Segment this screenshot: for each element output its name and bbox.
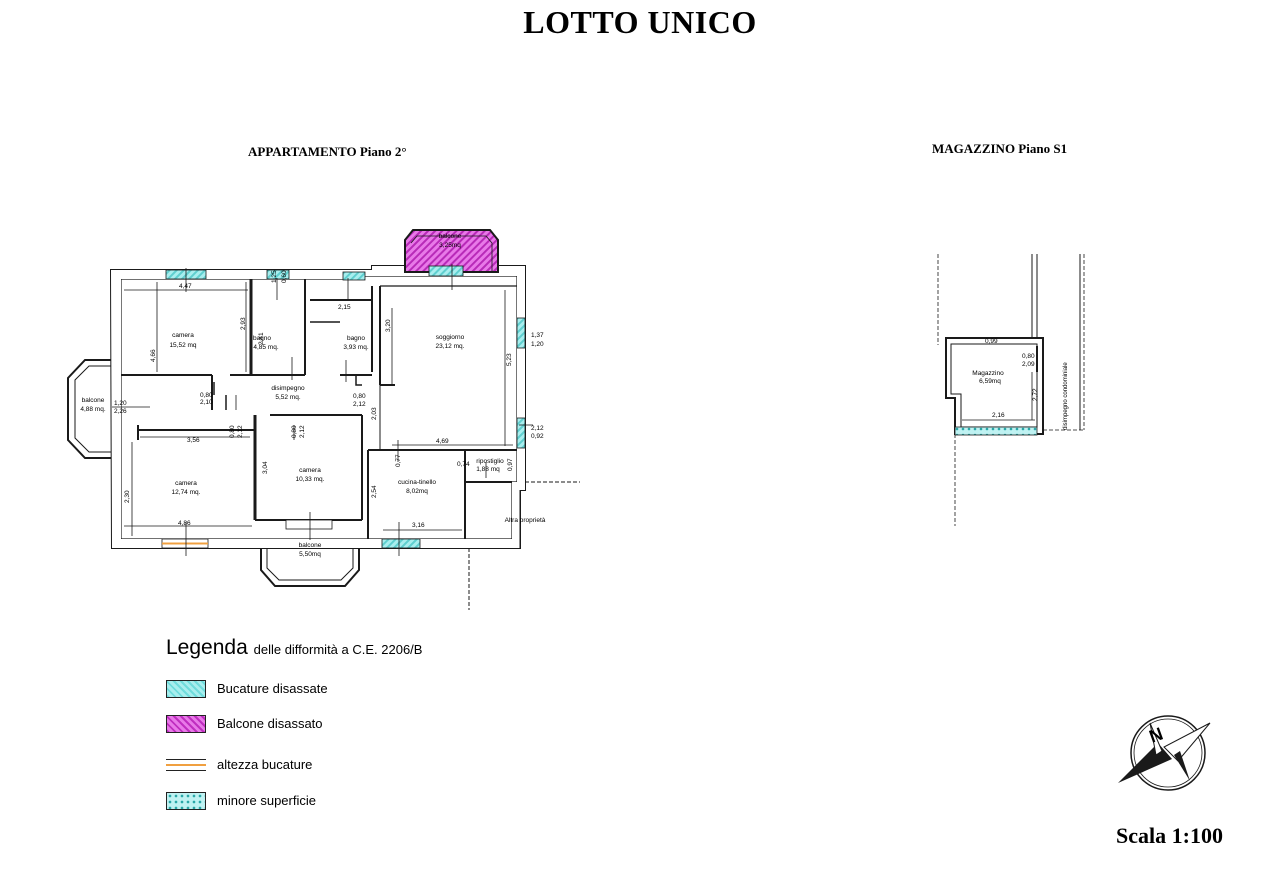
dim-text: 2,41 bbox=[258, 332, 265, 345]
room-balcone-left-area: 4,88 mq. bbox=[80, 406, 105, 413]
room-balcone-top-name: balcone bbox=[439, 233, 462, 240]
dim-text: 4,66 bbox=[150, 349, 157, 362]
legend-item-label: altezza bucature bbox=[217, 757, 313, 772]
dim-text: 3,56 bbox=[187, 437, 200, 444]
dim-text: 2,72 bbox=[1032, 388, 1039, 401]
room-balcone-bottom-area: 5,50mq bbox=[299, 551, 321, 558]
room-cucina-area: 8,02mq bbox=[406, 488, 428, 495]
room-bagno-1-name: bagno bbox=[253, 335, 271, 342]
dim-text: 1,37 bbox=[531, 332, 544, 339]
scale-label: Scala 1:100 bbox=[1116, 823, 1223, 848]
orange-line-swatch bbox=[166, 756, 206, 774]
room-magazzino-area: 6,59mq bbox=[979, 378, 1001, 385]
dim-text: 4,47 bbox=[179, 283, 192, 290]
room-camera-1-area: 15,52 mq bbox=[169, 342, 196, 349]
room-ripostiglio-area: 1,88 mq bbox=[476, 466, 500, 473]
cyan-hatch-swatch bbox=[166, 680, 206, 698]
dim-text: 2,93 bbox=[240, 317, 247, 330]
dim-text: 0,77 bbox=[395, 454, 402, 467]
dim-text: 0,92 bbox=[531, 433, 544, 440]
room-bagno-2-name: bagno bbox=[347, 335, 365, 342]
room-camera-2-name: camera bbox=[175, 480, 197, 487]
room-soggiorno-name: soggiorno bbox=[436, 334, 465, 341]
room-camera-1-name: camera bbox=[172, 332, 194, 339]
dim-text: 0,80 bbox=[353, 393, 366, 400]
dim-text: 0,80 bbox=[291, 425, 298, 438]
room-bagno-2-area: 3,93 mq. bbox=[343, 344, 368, 351]
room-balcone-left-name: balcone bbox=[82, 397, 105, 404]
dim-text: 2,54 bbox=[371, 485, 378, 498]
minore-superficie-strip bbox=[954, 426, 1038, 436]
svg-text:N: N bbox=[1147, 724, 1166, 747]
room-ripostiglio-name: ripostiglio bbox=[476, 458, 504, 465]
dim-text: 1,25 bbox=[271, 270, 278, 283]
room-disimpegno-area: 5,52 mq. bbox=[275, 394, 300, 401]
room-bagno-1-area: 4,85 mq. bbox=[253, 344, 278, 351]
room-camera-2-area: 12,74 mq. bbox=[172, 489, 201, 496]
dim-text: 2,10 bbox=[200, 399, 213, 406]
dim-text: 2,03 bbox=[371, 407, 378, 420]
legend-heading: Legenda delle difformità a C.E. 2206/B bbox=[166, 636, 422, 660]
dim-text: 0,80 bbox=[1022, 353, 1035, 360]
room-cucina-name: cucina-tinello bbox=[398, 479, 436, 486]
dim-text: 2,26 bbox=[114, 408, 127, 415]
room-balcone-top-area: 3,25mq bbox=[439, 242, 461, 249]
legend-item-label: Bucature disassate bbox=[217, 681, 328, 696]
dim-text: 2,12 bbox=[299, 425, 306, 438]
dim-text: 0,80 bbox=[200, 392, 213, 399]
dim-text: 1,20 bbox=[531, 341, 544, 348]
room-magazzino-name: Magazzino bbox=[972, 370, 1004, 377]
balcone-disassato-top bbox=[404, 229, 499, 273]
legend-item-label: Balcone disassato bbox=[217, 716, 323, 731]
dim-text: 3,20 bbox=[385, 319, 392, 332]
legend-item-label: minore superficie bbox=[217, 793, 316, 808]
dim-text: 1,20 bbox=[114, 400, 127, 407]
legend-title: Legenda bbox=[166, 636, 248, 659]
dim-text: 4,69 bbox=[436, 438, 449, 445]
dim-text: 3,04 bbox=[262, 461, 269, 474]
dim-text: 3,16 bbox=[412, 522, 425, 529]
room-disimpegno-name: disimpegno bbox=[271, 385, 305, 392]
dim-text: 0,97 bbox=[507, 458, 514, 471]
dim-text: 2,16 bbox=[992, 412, 1005, 419]
room-camera-3-name: camera bbox=[299, 467, 321, 474]
legend-subtitle: delle difformità a C.E. 2206/B bbox=[253, 642, 423, 657]
grid-pattern-swatch bbox=[166, 792, 206, 810]
dim-text: 5,23 bbox=[506, 353, 513, 366]
altezza-bucature-mark bbox=[161, 519, 333, 549]
dim-text: 2,12 bbox=[531, 425, 544, 432]
dim-text: 0,74 bbox=[457, 461, 470, 468]
apartment-title: APPARTAMENTO Piano 2° bbox=[248, 144, 407, 159]
north-arrow-icon: N bbox=[1118, 715, 1211, 791]
room-camera-3-area: 10,33 mq. bbox=[296, 476, 325, 483]
page-title: LOTTO UNICO bbox=[523, 4, 757, 40]
apartment-plan bbox=[67, 265, 580, 610]
storage-title: MAGAZZINO Piano S1 bbox=[932, 141, 1068, 156]
dim-text: 2,12 bbox=[237, 425, 244, 438]
dim-text: 2,09 bbox=[1022, 361, 1035, 368]
altra-proprieta-label: Altra proprietà bbox=[505, 517, 546, 524]
legend: Legenda delle difformità a C.E. 2206/B B… bbox=[166, 636, 422, 810]
dim-text: 2,15 bbox=[338, 304, 351, 311]
room-balcone-bottom-name: balcone bbox=[299, 542, 322, 549]
dim-text: 0,60 bbox=[281, 270, 288, 283]
room-soggiorno-area: 23,12 mq. bbox=[436, 343, 465, 350]
magenta-hatch-swatch bbox=[166, 715, 206, 733]
dim-text: 2,30 bbox=[124, 490, 131, 503]
dim-text: 0,80 bbox=[229, 425, 236, 438]
disimpegno-condominiale-label: disimpegno condominiale bbox=[1063, 362, 1069, 430]
dim-text: 0,99 bbox=[985, 338, 998, 345]
dim-text: 4,86 bbox=[178, 520, 191, 527]
dim-text: 2,12 bbox=[353, 401, 366, 408]
